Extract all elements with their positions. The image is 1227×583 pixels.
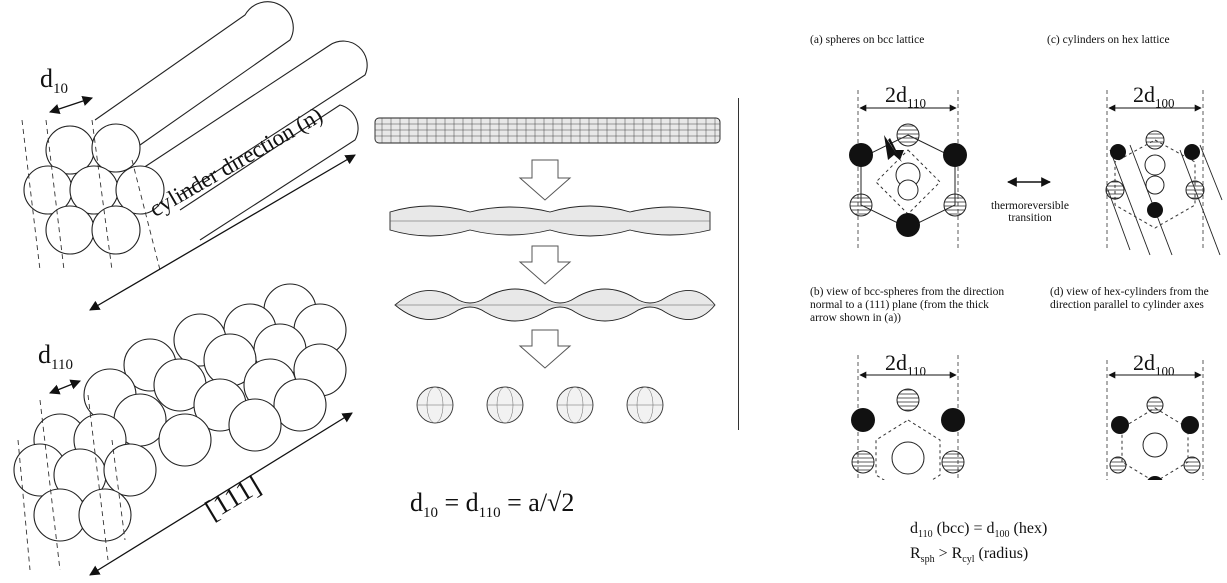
transition-label: thermoreversible transition <box>980 200 1080 224</box>
hex-lattice-diagram <box>1106 90 1222 255</box>
panel-divider <box>738 98 739 430</box>
dim-label-c: 2d100 <box>1133 82 1175 111</box>
undulation-stage-2 <box>395 289 715 321</box>
right-panel: (a) spheres on bcc lattice (c) cylinders… <box>800 0 1227 578</box>
cylinder-stage <box>375 118 720 143</box>
rayleigh-instability-sequence <box>370 0 740 470</box>
middle-panel: d10 = d110 = a/√2 <box>370 0 740 578</box>
bcc-lattice-diagram <box>849 90 967 250</box>
relation-line-2: Rsph > Rcyl (radius) <box>910 545 1028 565</box>
dim-label-b: 2d110 <box>885 350 926 379</box>
relation-line-1: d110 (bcc) = d100 (hex) <box>910 520 1047 540</box>
sphere-stage <box>417 387 663 423</box>
panel-d-title: (d) view of hex-cylinders from the direc… <box>1050 286 1227 312</box>
undulation-stage-1 <box>390 206 710 236</box>
d110-label: d110 <box>38 340 73 374</box>
process-arrows <box>520 160 570 368</box>
dim-label-d: 2d100 <box>1133 350 1175 379</box>
equation-label: d10 = d110 = a/√2 <box>410 488 574 522</box>
d10-label: d10 <box>40 64 68 98</box>
dim-label-a: 2d110 <box>885 82 926 111</box>
lattice-diagrams <box>800 0 1227 480</box>
bcc-sphere-packing <box>14 284 346 541</box>
panel-b-title: (b) view of bcc-spheres from the directi… <box>810 286 1010 325</box>
d110-arrow <box>50 381 80 393</box>
d10-arrow <box>50 98 92 112</box>
left-panel: d10 cylinder direction (n) d110 [111] <box>0 0 370 578</box>
